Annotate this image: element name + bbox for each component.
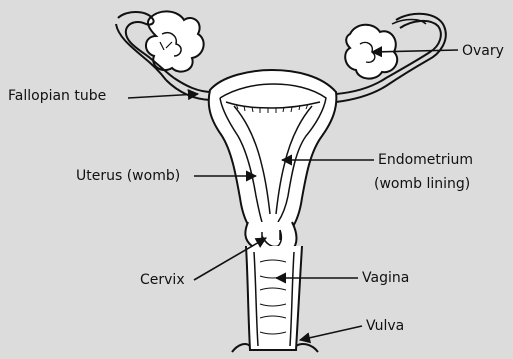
leader-vulva [300, 326, 362, 340]
label-fallopian-tube: Fallopian tube [8, 88, 106, 104]
label-endometrium-line2: (womb lining) [374, 176, 470, 192]
label-uterus: Uterus (womb) [76, 168, 180, 184]
label-vulva: Vulva [366, 318, 404, 334]
uterus [209, 70, 337, 228]
label-vagina: Vagina [362, 270, 409, 286]
label-endometrium-line1: Endometrium [378, 152, 473, 168]
label-ovary: Ovary [462, 43, 504, 59]
vagina [246, 246, 302, 350]
label-cervix: Cervix [140, 272, 185, 288]
